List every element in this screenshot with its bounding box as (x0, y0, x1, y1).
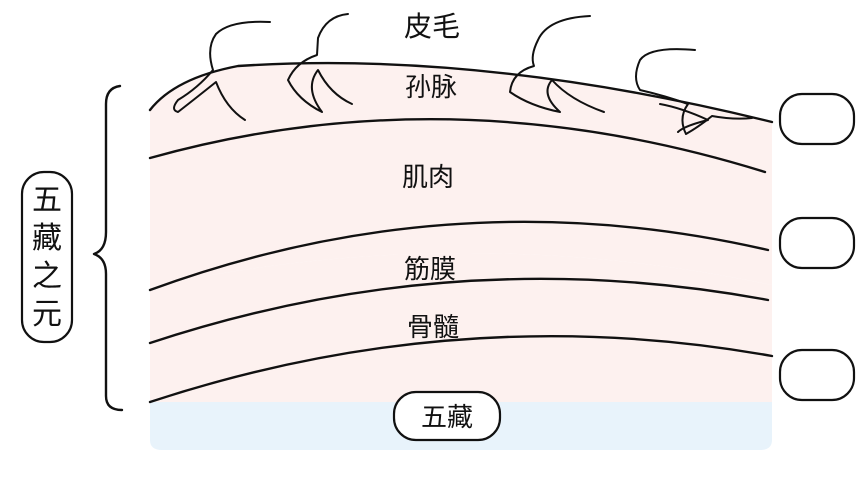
left-label-char-2: 藏 (32, 221, 62, 256)
left-brace (92, 84, 124, 412)
layer-label-fascia: 筋膜 (404, 255, 456, 285)
right-label-box-3 (778, 348, 856, 402)
hair-4 (635, 48, 753, 135)
layer-label-organs: 五藏 (421, 403, 473, 433)
left-label-char-4: 元 (32, 297, 62, 332)
fascia-bone-line (148, 277, 770, 345)
right-label-box-1 (778, 92, 856, 146)
hair-2 (287, 13, 353, 113)
tissue-band-upper (150, 63, 772, 287)
layer-label-bone-marrow: 骨髓 (407, 313, 459, 343)
hair-1 (173, 20, 271, 121)
tissue-band-lower (150, 252, 772, 402)
layer-label-sun-mai: 孙脉 (405, 73, 457, 103)
left-label-box (20, 170, 74, 344)
left-label-char-1: 五 (32, 183, 62, 218)
sun-mai-muscle-line (148, 118, 767, 174)
layer-label-skin-hair: 皮毛 (404, 10, 460, 43)
muscle-fascia-line (148, 220, 770, 292)
left-label-char-3: 之 (32, 259, 62, 294)
layer-label-muscle: 肌肉 (402, 163, 454, 193)
hair-5 (659, 103, 709, 133)
right-label-box-2 (778, 216, 856, 270)
hairs (173, 13, 753, 135)
hair-3 (509, 15, 605, 113)
skin-surface-line (148, 61, 774, 124)
organ-label-box (392, 390, 502, 442)
bone-organ-line (148, 334, 774, 404)
